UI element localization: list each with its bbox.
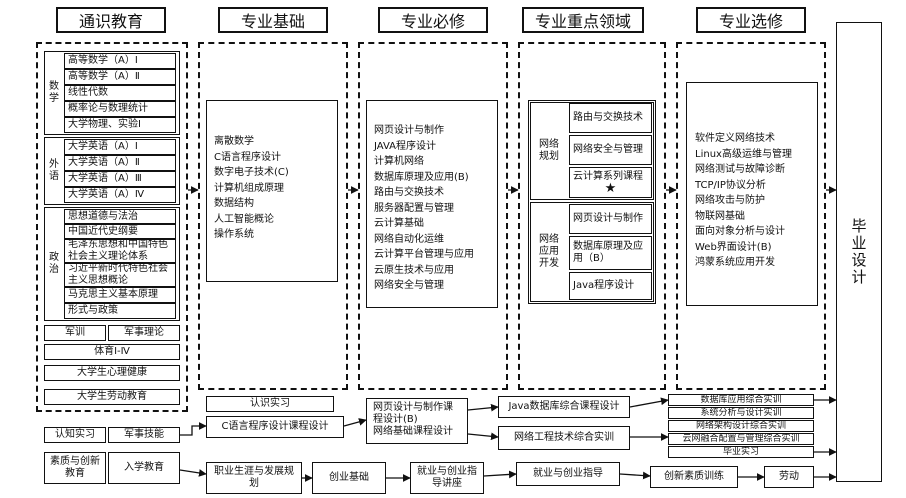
elective-course: Web界面设计(B) (695, 241, 772, 253)
math-label: 数学 (49, 81, 59, 104)
focus-development-label: 网络应用开发 (539, 234, 559, 269)
header-professional-required: 专业必修 (378, 7, 488, 33)
focus-web-design: 网页设计与制作 (569, 204, 652, 234)
course-physics: 大学物理、实验Ⅰ (64, 117, 176, 133)
elective-course: 物联网基础 (695, 210, 745, 222)
military-skills: 军事技能 (108, 427, 180, 443)
course-probability: 概率论与数理统计 (64, 101, 176, 117)
elective-course: TCP/IP协议分析 (695, 179, 766, 191)
course-situation-policy: 形式与政策 (64, 303, 176, 319)
politics-label: 政治 (49, 252, 59, 275)
career-planning: 职业生涯与发展规划 (206, 462, 302, 494)
system-analysis-training: 系统分析与设计实训 (668, 407, 814, 419)
focus-cloud-series: 云计算系列课程 ★ (569, 167, 652, 198)
elective-course: 网络攻击与防护 (695, 195, 765, 206)
employment-lecture: 就业与创业指导讲座 (410, 462, 484, 494)
labor: 劳动 (764, 466, 814, 488)
basic-course: 数据结构 (214, 198, 254, 209)
focus-network-security: 网络安全与管理 (569, 135, 652, 165)
graduation-design-label: 毕业设计 (851, 217, 867, 286)
c-course-design: C语言程序设计课程设计 (206, 416, 344, 438)
electives-box: 软件定义网络技术 Linux高级运维与管理 网络测试与故障诊断 TCP/IP协议… (686, 82, 818, 306)
basic-courses-group (198, 42, 348, 390)
general-education-group (36, 42, 188, 412)
basic-course: 数字电子技术(C) (214, 167, 289, 178)
basic-course: 离散数学 (214, 136, 254, 147)
required-course: 路由与交换技术 (374, 187, 444, 198)
course-advanced-math-1: 高等数学（A）Ⅰ (64, 53, 176, 69)
course-design-box: 网页设计与制作课程设计(B) 网络基础课程设计 (366, 398, 468, 444)
focus-planning-label: 网络规划 (539, 139, 559, 162)
required-course: 计算机网络 (374, 156, 424, 167)
required-course: 网络安全与管理 (374, 280, 444, 291)
focus-java: Java程序设计 (569, 272, 652, 300)
network-eng-training: 网络工程技术综合实训 (498, 426, 630, 450)
elective-course: Linux高级运维与管理 (695, 148, 792, 160)
network-basic-design: 网络基础课程设计 (373, 426, 453, 437)
course-english-2: 大学英语（A）Ⅱ (64, 155, 176, 171)
required-course: JAVA程序设计 (374, 140, 437, 152)
elective-course: 网络测试与故障诊断 (695, 164, 785, 175)
course-advanced-math-2: 高等数学（A）Ⅱ (64, 69, 176, 85)
network-architecture-training: 网络架构设计综合实训 (668, 420, 814, 432)
electives-group (676, 42, 826, 390)
labor-education: 大学生劳动教育 (44, 389, 180, 405)
header-professional-basics: 专业基础 (218, 7, 328, 33)
required-courses-group (358, 42, 508, 390)
course-linear-algebra: 线性代数 (64, 85, 176, 101)
star-icon: ★ (604, 180, 617, 196)
required-course: 网络自动化运维 (374, 233, 444, 245)
course-morality-law: 思想道德与法治 (64, 209, 176, 224)
course-modern-history: 中国近代史纲要 (64, 224, 176, 239)
quality-innovation-education: 素质与创新教育 (44, 452, 106, 484)
elective-course: 面向对象分析与设计 (695, 226, 785, 237)
cognition-internship: 认知实习 (44, 427, 106, 443)
physical-education: 体育Ⅰ-Ⅳ (44, 344, 180, 360)
graduation-design-box: 毕业设计 (836, 22, 882, 482)
foreign-language-label: 外语 (49, 159, 59, 182)
cognition-internship-top: 认识实习 (206, 396, 334, 412)
course-mao-thought: 毛泽东思想和中国特色社会主义理论体系 (64, 239, 176, 263)
header-electives: 专业选修 (696, 7, 806, 33)
web-design-course-design: 网页设计与制作课程设计(B) (373, 402, 453, 425)
required-course: 云计算平台管理与应用 (374, 249, 474, 260)
java-db-training: Java数据库综合课程设计 (498, 396, 630, 418)
course-english-1: 大学英语（A）Ⅰ (64, 139, 176, 155)
header-general-education: 通识教育 (56, 7, 166, 33)
basic-courses-box: 离散数学 C语言程序设计 数字电子技术(C) 计算机组成原理 数据结构 人工智能… (206, 100, 338, 282)
required-course: 云计算基础 (374, 218, 424, 229)
mental-health: 大学生心理健康 (44, 365, 180, 381)
basic-course: C语言程序设计 (214, 151, 281, 163)
course-marxism: 马克思主义基本原理 (64, 287, 176, 303)
military-theory: 军事理论 (108, 325, 180, 341)
course-english-3: 大学英语（A）Ⅲ (64, 171, 176, 187)
elective-course: 鸿蒙系统应用开发 (695, 257, 775, 268)
required-courses-box: 网页设计与制作 JAVA程序设计 计算机网络 数据库原理及应用(B) 路由与交换… (366, 100, 498, 308)
innovation-training: 创新素质训练 (650, 466, 738, 488)
required-course: 云原生技术与应用 (374, 264, 454, 276)
course-xi-thought: 习近平新时代特色社会主义思想概论 (64, 263, 176, 287)
focus-database: 数据库原理及应用（B） (569, 236, 652, 270)
focus-routing-switching: 路由与交换技术 (569, 103, 652, 133)
required-course: 服务器配置与管理 (374, 202, 454, 214)
basic-course: 操作系统 (214, 229, 254, 240)
required-course: 网页设计与制作 (374, 125, 444, 136)
graduation-internship: 毕业实习 (668, 446, 814, 458)
elective-course: 软件定义网络技术 (695, 133, 775, 144)
basic-course: 人工智能概论 (214, 213, 274, 225)
entrance-education: 入学教育 (108, 452, 180, 484)
entrepreneurship-basics: 创业基础 (312, 462, 386, 494)
required-course: 数据库原理及应用(B) (374, 171, 469, 183)
focus-areas-group (518, 42, 666, 390)
header-focus-areas: 专业重点领域 (522, 7, 644, 33)
basic-course: 计算机组成原理 (214, 182, 284, 194)
course-english-4: 大学英语（A）Ⅳ (64, 187, 176, 203)
military-training: 军训 (44, 325, 106, 341)
